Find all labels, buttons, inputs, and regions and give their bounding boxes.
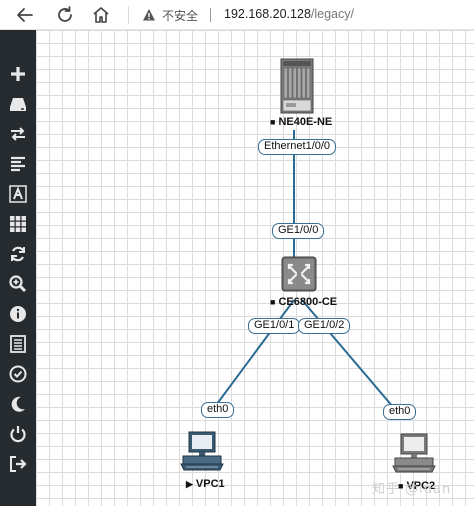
zoom-button[interactable] — [8, 274, 28, 294]
insecure-label[interactable]: 不安全 — [162, 9, 199, 23]
node-name: CE6800-CE — [278, 296, 338, 308]
home-icon — [93, 7, 109, 23]
pc-icon — [392, 433, 436, 473]
link-ce6800-vpc1[interactable] — [210, 299, 295, 413]
plus-icon — [11, 67, 25, 81]
align-left-icon — [11, 156, 25, 172]
ne40e-node[interactable] — [280, 58, 314, 119]
networks-button[interactable] — [8, 124, 28, 144]
vpc1-label[interactable]: ▶VPC1 — [186, 478, 225, 490]
ne40e-label[interactable]: ■NE40E-NE — [270, 116, 332, 128]
status-button[interactable] — [8, 364, 28, 384]
moon-icon — [11, 396, 25, 412]
node-status-mark: ■ — [270, 297, 276, 307]
node-status-mark: ■ — [398, 481, 404, 491]
grid-button[interactable] — [8, 214, 28, 234]
ce6800-label[interactable]: ■CE6800-CE — [270, 296, 337, 308]
sidebar — [0, 30, 36, 506]
text-a-icon — [9, 185, 27, 203]
refresh-icon — [10, 246, 26, 262]
refresh-button[interactable] — [8, 244, 28, 264]
vpc2-node[interactable] — [392, 432, 436, 481]
logout-button[interactable] — [8, 454, 28, 474]
warning-icon[interactable] — [142, 8, 156, 22]
back-arrow-icon — [17, 8, 33, 22]
port-vpc2-eth0[interactable]: eth0 — [383, 404, 417, 420]
port-ce6800-ge102[interactable]: GE1/0/2 — [298, 318, 351, 334]
add-text-button[interactable] — [8, 184, 28, 204]
sign-out-icon — [10, 456, 27, 472]
swap-arrows-icon — [11, 127, 25, 141]
ce6800-node[interactable] — [281, 256, 317, 297]
startup-configs-button[interactable] — [8, 154, 28, 174]
lab-info-button[interactable] — [8, 304, 28, 324]
add-node-button[interactable] — [8, 64, 28, 84]
vpc1-node[interactable] — [180, 430, 224, 479]
lab-details-button[interactable] — [8, 334, 28, 354]
port-ce6800-ge101[interactable]: GE1/0/1 — [248, 318, 301, 334]
drive-icon — [10, 98, 26, 111]
node-name: NE40E-NE — [278, 116, 333, 128]
back-button[interactable] — [14, 4, 36, 26]
check-circle-icon — [9, 365, 27, 383]
switch-icon — [281, 256, 317, 292]
pc-icon — [180, 431, 224, 471]
close-lab-button[interactable] — [8, 424, 28, 444]
home-button[interactable] — [90, 4, 112, 26]
watermark: 知乎 @luan — [372, 482, 452, 497]
info-icon — [10, 306, 26, 322]
node-name: VPC1 — [195, 478, 225, 490]
url-separator — [210, 8, 211, 22]
router-chassis-icon — [280, 58, 314, 114]
grid-icon — [10, 216, 26, 232]
vpc2-label[interactable]: ■VPC2 — [398, 480, 435, 492]
node-status-mark: ■ — [270, 117, 276, 127]
port-ne40e-ethernet[interactable]: Ethernet1/0/0 — [258, 139, 337, 155]
url-host: 192.168.20.128 — [224, 7, 311, 21]
nodes-button[interactable] — [8, 94, 28, 114]
address-bar-url[interactable]: 192.168.20.128/legacy/ — [224, 7, 354, 21]
node-name: VPC2 — [406, 480, 436, 492]
address-divider — [128, 6, 129, 24]
browser-toolbar: 不安全 192.168.20.128/legacy/ — [0, 0, 474, 30]
power-icon — [10, 426, 26, 443]
list-icon — [10, 335, 26, 353]
topology-canvas[interactable]: ■NE40E-NE Ethernet1/0/0 GE1/0/0 ■CE6800-… — [36, 30, 474, 506]
zoom-in-icon — [9, 275, 27, 293]
port-ce6800-ge100[interactable]: GE1/0/0 — [272, 223, 325, 239]
url-path: /legacy/ — [310, 7, 354, 21]
port-vpc1-eth0[interactable]: eth0 — [201, 402, 235, 418]
node-running-mark: ▶ — [186, 479, 193, 489]
reload-button[interactable] — [54, 4, 76, 26]
reload-icon — [58, 6, 72, 22]
dark-mode-button[interactable] — [8, 394, 28, 414]
